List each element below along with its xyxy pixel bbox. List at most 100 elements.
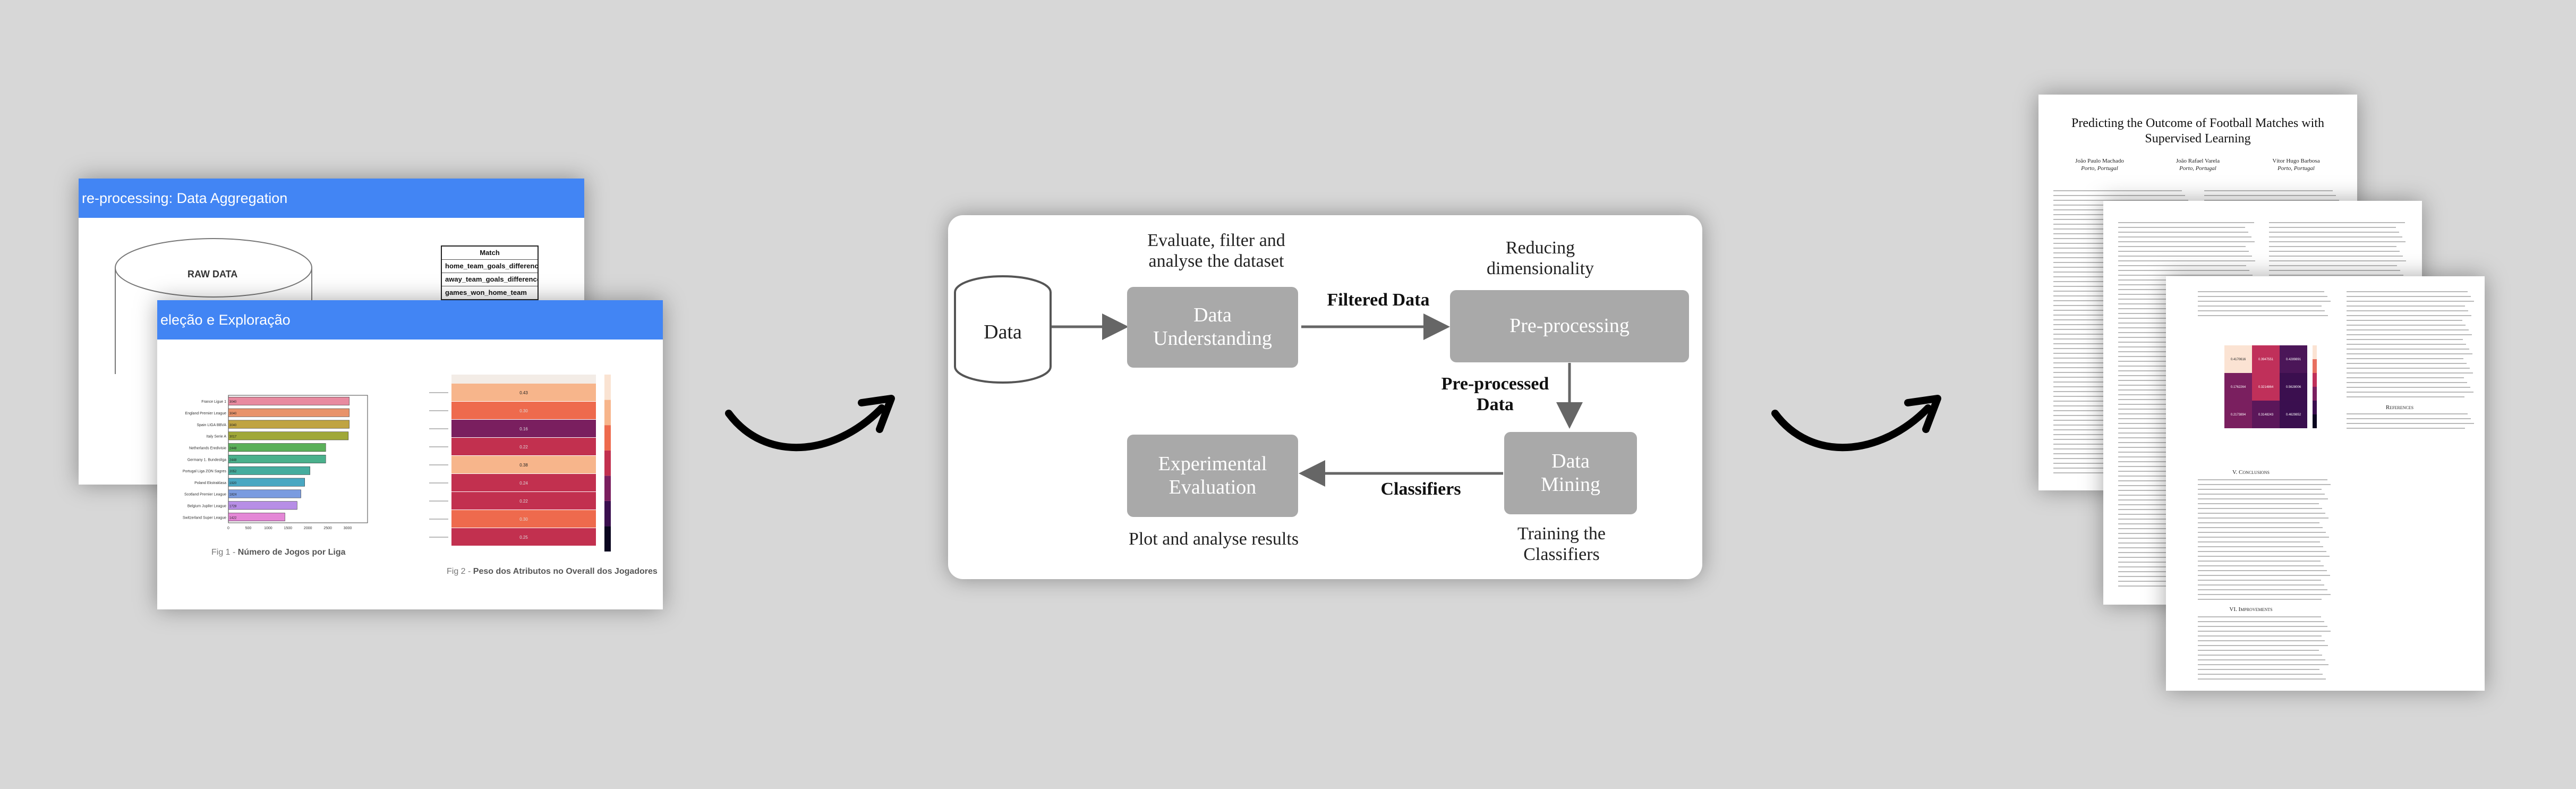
text-line: [2347, 334, 2472, 335]
author-place: Porto, Portugal: [2081, 165, 2118, 172]
value-label: 2448: [229, 459, 237, 462]
paper-author: João Rafael Varela Porto, Portugal: [2153, 157, 2243, 173]
text-line: [2118, 256, 2252, 257]
text-line: [2198, 584, 2324, 586]
text-line: [2198, 594, 2331, 595]
curved-arrow-icon: [1771, 395, 1941, 452]
row-label-stub: [429, 428, 448, 429]
text-line: [2118, 275, 2253, 276]
fig2-caption: Fig 2 - Peso dos Atributos no Overall do…: [447, 567, 658, 576]
heatmap-cell: [451, 402, 596, 419]
category-label: Belgium Jupiler League: [187, 505, 226, 508]
text-line: [2347, 315, 2471, 316]
heatmap-cell: [451, 420, 596, 437]
author-name: João Paulo Machado: [2075, 158, 2124, 164]
text-line: [2198, 635, 2322, 637]
bar: [228, 513, 285, 522]
text-line: [2347, 368, 2470, 369]
classifiers-label: Classifiers: [1380, 479, 1461, 499]
matrix-cell: [2280, 345, 2307, 373]
bar: [228, 431, 349, 440]
evaluation-note: Plot and analyse results: [1128, 529, 1299, 549]
paper-author: João Paulo Machado Porto, Portugal: [2054, 157, 2145, 173]
colorbar-segment: [604, 500, 611, 527]
fig1-caption-prefix: Fig 1 -: [211, 548, 238, 557]
matrix-cell: [2224, 401, 2252, 428]
references-heading: References: [2385, 404, 2414, 411]
text-line: [2198, 296, 2327, 297]
x-tick-label: 2000: [304, 527, 312, 530]
mining-note: Training the Classifiers: [1517, 524, 1606, 565]
x-tick-label: 1500: [284, 527, 292, 530]
text-line: [2198, 556, 2330, 557]
text-line: [2198, 508, 2322, 509]
text-line: [2347, 349, 2469, 350]
value-label: 3040: [229, 401, 237, 404]
text-line: [2198, 527, 2323, 528]
text-line: [2347, 301, 2474, 302]
filtered-data-label: Filtered Data: [1327, 290, 1430, 310]
bar: [228, 408, 349, 417]
pipeline-arrows: [1052, 313, 1583, 487]
bar: [228, 489, 301, 498]
row-label-stub: [429, 519, 448, 520]
text-line: [2198, 565, 2324, 566]
match-table-row: games_won_home_team: [445, 289, 527, 296]
text-line: [2118, 270, 2249, 271]
colorbar-segment: [2313, 414, 2317, 428]
x-tick-label: 1000: [264, 527, 272, 530]
text-line: [2198, 678, 2326, 680]
text-line: [2198, 537, 2329, 538]
paper-body-text: [2166, 276, 2485, 691]
text-line: [2198, 640, 2325, 641]
improvements-heading: VI. Improvements: [2229, 606, 2273, 613]
text-line: [2347, 392, 2473, 393]
category-label: Poland Ekstraklasa: [194, 481, 226, 485]
colorbar-segment: [2313, 401, 2317, 414]
x-tick-label: 500: [245, 527, 252, 530]
cell-value: 0.43: [519, 391, 528, 395]
text-line: [2118, 236, 2251, 237]
value-label: 1422: [229, 516, 237, 520]
bar: [228, 466, 310, 475]
text-line: [2269, 236, 2402, 237]
value-label: 2052: [229, 470, 237, 473]
text-line: [2198, 517, 2328, 519]
row-label-stub: [429, 446, 448, 447]
text-line: [2269, 270, 2400, 271]
heatmap-cell: [451, 375, 596, 384]
text-line: [2347, 329, 2469, 330]
understanding-note: Evaluate, filter and analyse the dataset: [1147, 231, 1285, 272]
text-line: [2269, 241, 2406, 242]
text-line: [2198, 674, 2323, 675]
colorbar-segment: [604, 425, 611, 451]
bar: [228, 478, 305, 487]
raw-data-label: RAW DATA: [187, 269, 238, 279]
text-line: [2198, 489, 2322, 490]
preprocessed-data-label: Pre-processed Data: [1441, 374, 1549, 415]
database-icon: [954, 275, 1052, 384]
cell-value: 0.24: [519, 481, 528, 486]
text-line: [2347, 353, 2472, 354]
text-line: [2118, 251, 2249, 252]
text-line: [2269, 227, 2396, 228]
match-table-header: Match: [442, 247, 538, 260]
text-line: [2347, 325, 2466, 326]
value-label: 1824: [229, 494, 237, 497]
text-line: [2198, 616, 2321, 617]
preprocessing-note: Reducing dimensionality: [1486, 238, 1594, 279]
matrix-cell: [2224, 345, 2252, 373]
text-line: [2198, 310, 2325, 311]
text-line: [2269, 256, 2403, 257]
bar: [228, 501, 297, 510]
colorbar-segment: [2313, 373, 2317, 387]
text-line: [2347, 418, 2471, 419]
row-label-stub: [429, 537, 448, 538]
attribute-weight-heatmap: 0.430.300.160.220.380.240.220.300.25: [426, 369, 636, 561]
colorbar-segment: [604, 375, 611, 400]
conclusions-heading: V. Conclusions: [2232, 469, 2270, 476]
text-line: [2198, 561, 2321, 562]
